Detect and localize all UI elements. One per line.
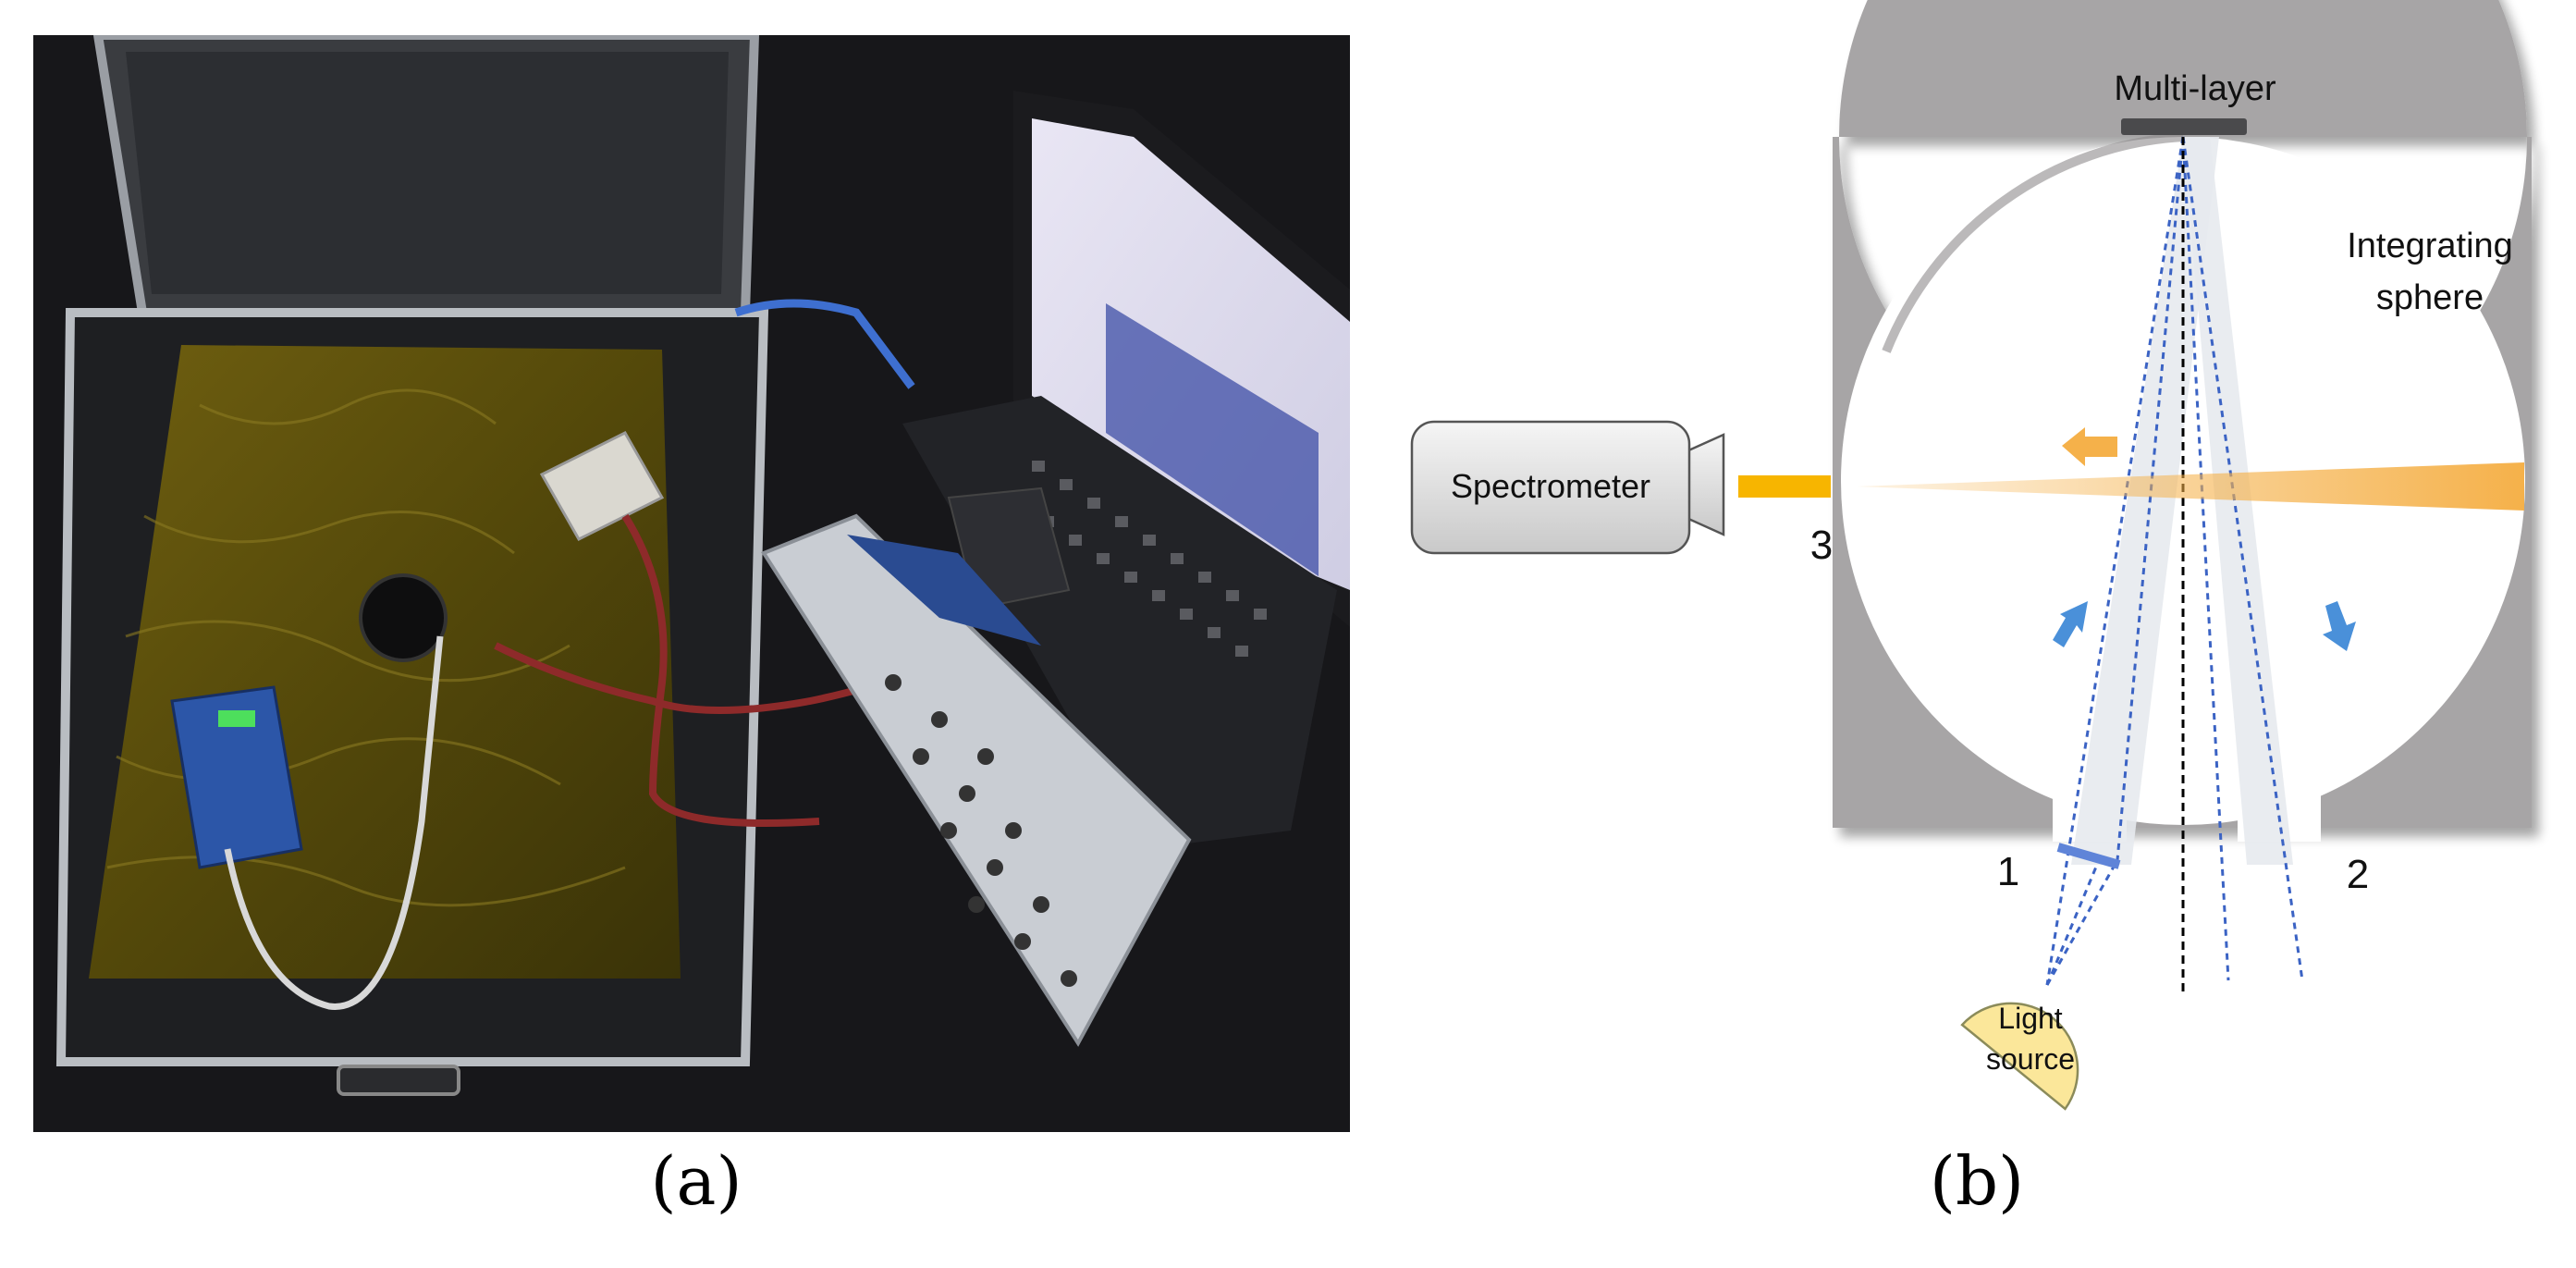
port-3-label: 3: [1810, 523, 1833, 568]
fiber-connector: [1738, 475, 1831, 498]
sphere-label-line2: sphere: [2376, 278, 2484, 317]
port-1-filter: [2056, 843, 2121, 869]
panel-b-caption: (b): [1929, 1142, 2025, 1220]
setup-photo-illustration: [33, 35, 1350, 1132]
down-arrow: [2323, 601, 2356, 651]
integrating-sphere-schematic: Spectrometer Light source Multi-layer In…: [1410, 0, 2532, 1111]
multilayer-sample: [2121, 118, 2247, 135]
port-1-label: 1: [1997, 849, 2019, 894]
sphere-label-line1: Integrating: [2347, 227, 2513, 265]
reflected-beam: [2183, 137, 2293, 865]
gold-foil-mat: [89, 345, 681, 979]
integrating-sphere-photo: [359, 573, 448, 662]
spectrometer: Spectrometer: [1410, 420, 1725, 555]
instrument-rack: [761, 513, 1192, 1047]
spectrometer-label: Spectrometer: [1451, 467, 1650, 505]
panel-a-caption: (a): [650, 1142, 742, 1220]
multilayer-label: Multi-layer: [2114, 69, 2276, 108]
port-2-label: 2: [2347, 852, 2369, 897]
light-source-label-line2: source: [1986, 1042, 2075, 1076]
left-arrow: [2062, 427, 2117, 466]
light-source-label-line1: Light: [1998, 1002, 2063, 1035]
setup-photo: [33, 35, 1350, 1132]
small-white-box: [539, 431, 665, 541]
up-arrow: [2053, 601, 2088, 647]
spectrometer-beam: [1857, 462, 2524, 511]
blue-light-source-device: [170, 685, 303, 869]
light-source: Light source: [1960, 1002, 2079, 1111]
